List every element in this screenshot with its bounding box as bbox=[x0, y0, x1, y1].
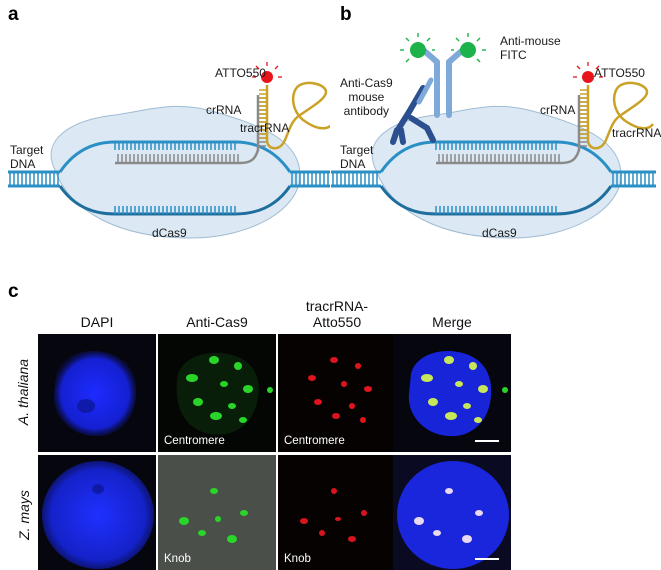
panel-b-anti-cas9-label: Anti-Cas9 mouse antibody bbox=[340, 76, 393, 118]
fitc-fluorophore-right bbox=[460, 42, 476, 58]
image-tracrrna-a-thaliana: Centromere bbox=[278, 334, 396, 452]
dcas9-blob bbox=[50, 105, 301, 239]
caption-r2c3: Knob bbox=[284, 553, 311, 565]
atto550-fluorophore bbox=[582, 71, 594, 83]
image-tracrrna-z-mays: Knob bbox=[278, 455, 396, 570]
panel-a-atto-label: ATTO550 bbox=[215, 66, 266, 80]
panel-a-letter: a bbox=[8, 4, 19, 25]
column-header-anti-cas9: Anti-Cas9 bbox=[186, 314, 248, 330]
atto550-rays bbox=[252, 62, 282, 78]
column-header-tracrrna: tracrRNA- Atto550 bbox=[305, 298, 369, 330]
atto550-fluorophore bbox=[261, 71, 273, 83]
row-header-z-mays: Z. mays bbox=[16, 490, 32, 540]
row-header-a-thaliana: A. thaliana bbox=[15, 358, 31, 426]
panel-b-anti-mouse-label: Anti-mouse FITC bbox=[500, 34, 561, 62]
crrna-strand bbox=[115, 95, 260, 165]
panel-b-tracrrna-label: tracrRNA bbox=[612, 126, 661, 140]
crrna-strand bbox=[436, 95, 581, 165]
primary-antibody bbox=[390, 85, 436, 145]
image-merge-z-mays bbox=[393, 455, 511, 570]
panel-a-schematic bbox=[8, 62, 330, 239]
panel-b-atto-label: ATTO550 bbox=[594, 66, 645, 80]
column-header-merge: Merge bbox=[432, 314, 472, 330]
image-dapi-a-thaliana bbox=[38, 334, 156, 452]
tracrrna-strand bbox=[586, 81, 655, 150]
panel-a-dcas9-label: dCas9 bbox=[152, 226, 187, 240]
image-anti-cas9-a-thaliana: Centromere bbox=[158, 334, 276, 452]
panel-b-crrna-label: crRNA bbox=[540, 103, 576, 117]
caption-r1c3: Centromere bbox=[284, 435, 345, 447]
panel-c-letter: c bbox=[8, 281, 19, 302]
panel-b-target-dna-label: Target DNA bbox=[340, 143, 374, 171]
fitc-fluorophore-left bbox=[410, 42, 426, 58]
scale-bar-r1 bbox=[475, 440, 499, 442]
primary-antibody-light bbox=[416, 77, 434, 105]
scale-bar-r2 bbox=[475, 558, 499, 560]
panel-b-dcas9-label: dCas9 bbox=[482, 226, 517, 240]
panel-a-tracrrna-label: tracrRNA bbox=[240, 121, 290, 135]
panel-a-target-dna-label: Target DNA bbox=[10, 143, 44, 171]
fitc-rays bbox=[400, 33, 486, 63]
caption-r1c2: Centromere bbox=[164, 435, 225, 447]
panel-b-letter: b bbox=[340, 4, 352, 25]
caption-r2c2: Knob bbox=[164, 553, 191, 565]
image-dapi-z-mays bbox=[38, 455, 156, 570]
panel-b-schematic bbox=[331, 33, 656, 239]
image-merge-a-thaliana bbox=[393, 334, 511, 452]
tracrrna-strand bbox=[265, 81, 330, 150]
image-anti-cas9-z-mays: Knob bbox=[158, 455, 276, 570]
panel-a-crrna-label: crRNA bbox=[206, 103, 242, 117]
column-header-dapi: DAPI bbox=[80, 314, 114, 330]
